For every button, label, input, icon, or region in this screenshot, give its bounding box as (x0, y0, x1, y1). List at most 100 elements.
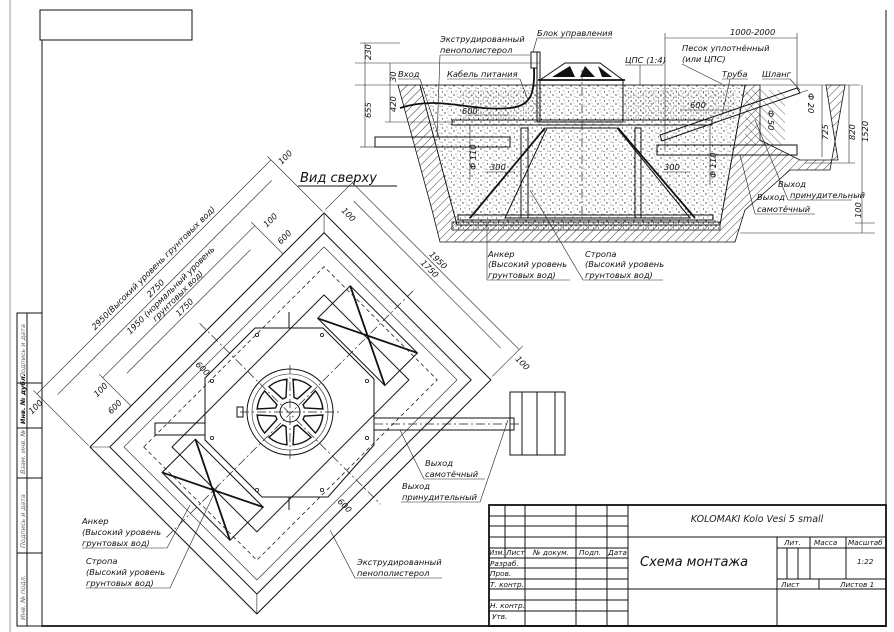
product-name: KOLOMAKI Kolo Vesi 5 small (691, 514, 824, 525)
strip-dup-inv: Инв. № дубл. (19, 374, 27, 424)
mass-label: Масса (814, 538, 837, 547)
power-cable (399, 67, 535, 110)
dim-300-right: 300 (664, 162, 680, 172)
label-anchor-2: (Высокий уровень (488, 259, 567, 269)
dim-725: 725 (820, 124, 830, 140)
dim-100: 100 (853, 202, 863, 218)
col-izm: Изм. (490, 548, 505, 557)
hatch-cover-icon (236, 365, 340, 460)
cover-rib (302, 389, 324, 410)
label-gravity-outlet: Выход (757, 192, 785, 202)
label-hose: Шланг (762, 69, 792, 79)
tank-body (504, 127, 692, 219)
dim-600-left: 600 (462, 106, 478, 116)
anchor-block (316, 285, 419, 387)
dim-100-d: 100 (261, 211, 279, 229)
sheet-title: Схема монтажа (640, 555, 748, 570)
label-forced-outlet-top-2: принудительный (402, 492, 478, 502)
sand-base-layer (451, 221, 721, 231)
dim-100-right: 100 (514, 354, 532, 372)
control-unit-post (536, 51, 541, 123)
label-sling-top-2: (Высокий уровень (86, 567, 165, 577)
dim-1520: 1520 (860, 121, 870, 142)
tank-plate (204, 327, 375, 498)
dim-100-c: 100 (91, 381, 109, 399)
row-norm-control: Н. контр. (490, 601, 525, 610)
dim-phi20: Ф 20 (806, 93, 816, 113)
dim-100-top: 100 (340, 205, 358, 223)
anchor-slab (457, 214, 714, 221)
label-forced-outlet-top: Выход (402, 481, 430, 491)
dim-230: 230 (363, 44, 373, 60)
cover-rib (256, 414, 278, 435)
support-post (520, 127, 529, 219)
label-sand: Песок уплотнённый (682, 43, 770, 53)
top-view-title: Вид сверху (300, 171, 377, 186)
label-sling-top-3: грунтовых вод) (86, 578, 154, 588)
label-sling-3: грунтовых вод) (585, 270, 653, 280)
label-gravity-outlet-2: самотёчный (757, 204, 811, 214)
cover-rib (256, 389, 278, 410)
row-checked: Пров. (490, 569, 511, 578)
sling-line (469, 127, 546, 219)
label-power-cable: Кабель питания (447, 69, 518, 79)
label-inlet: Вход (398, 69, 420, 79)
strip-sign-date-1: Подпись и дата (19, 324, 27, 378)
cover-rib (292, 424, 313, 446)
dim-600-d: 600 (336, 496, 354, 514)
label-anchor-top: Анкер (81, 516, 108, 526)
side-stamp-strip: Подпись и дата Инв. № дубл. Взам. инв. №… (16, 312, 43, 627)
dim-420: 420 (388, 96, 398, 112)
tank-lid (538, 62, 625, 81)
dim-820: 820 (847, 124, 857, 140)
title-block: KOLOMAKI Kolo Vesi 5 small Схема монтажа… (488, 504, 887, 627)
control-unit-box (530, 51, 538, 69)
dim-600-right: 600 (690, 100, 706, 110)
dim-phi110-left: Ф 110 (468, 144, 478, 170)
dim-300-left: 300 (490, 162, 506, 172)
label-sling-top: Стропа (86, 556, 117, 566)
cover-rib (302, 414, 324, 435)
dim-1000-2000: 1000-2000 (730, 27, 775, 37)
side-dimensions (360, 33, 875, 234)
label-sling-2: (Высокий уровень (585, 259, 664, 269)
col-doc: № докум. (532, 548, 569, 557)
label-cps: ЦПС (1:4) (625, 55, 666, 65)
label-forced-outlet-2: принудительный (790, 190, 866, 200)
label-anchor-top-2: (Высокий уровень (82, 527, 161, 537)
label-foam-top-2: пенополистерол (357, 568, 430, 578)
label-sling: Стропа (585, 249, 616, 259)
label-foam-2: пенополистерол (440, 45, 513, 55)
cover-rib (292, 378, 313, 400)
dim-100-b: 100 (276, 148, 294, 166)
side-section-view: 230 30 655 420 600 600 Ф 110 300 300 Ф 1… (355, 27, 875, 281)
label-control-unit: Блок управления (537, 28, 613, 38)
sheets-count: Листов 1 (839, 580, 874, 589)
dim-600-b: 600 (275, 228, 293, 246)
strip-orig-inv: Инв. № подл. (19, 575, 27, 620)
col-list: Лист (505, 548, 525, 557)
row-tech-control: Т. контр. (490, 580, 524, 589)
strip-replace-inv: Взам. инв. № (19, 430, 27, 474)
label-anchor-3: грунтовых вод) (488, 270, 556, 280)
cover-rib (267, 424, 288, 446)
label-anchor: Анкер (487, 249, 514, 259)
dim-phi110-right: Ф 110 (708, 152, 718, 178)
inlet-pipe-top (154, 422, 206, 436)
strip-sign-date-2: Подпись и дата (19, 494, 27, 548)
label-anchor-top-3: грунтовых вод) (82, 538, 150, 548)
col-date: Дата (607, 548, 627, 557)
label-gravity-outlet-top: Выход (425, 458, 453, 468)
label-forced-outlet: Выход (778, 179, 806, 189)
col-sign: Подп. (579, 548, 601, 557)
row-approved: Утв. (492, 612, 507, 621)
label-pipe: Труба (722, 69, 747, 79)
dim-655: 655 (363, 102, 373, 118)
inlet-pipe (374, 136, 511, 148)
insulation-slab (451, 119, 713, 126)
dim-phi50: Ф 50 (766, 110, 776, 130)
sling-line (617, 127, 696, 219)
sheet-label: Лист (780, 580, 800, 589)
gravity-outlet-pipe (656, 144, 798, 156)
